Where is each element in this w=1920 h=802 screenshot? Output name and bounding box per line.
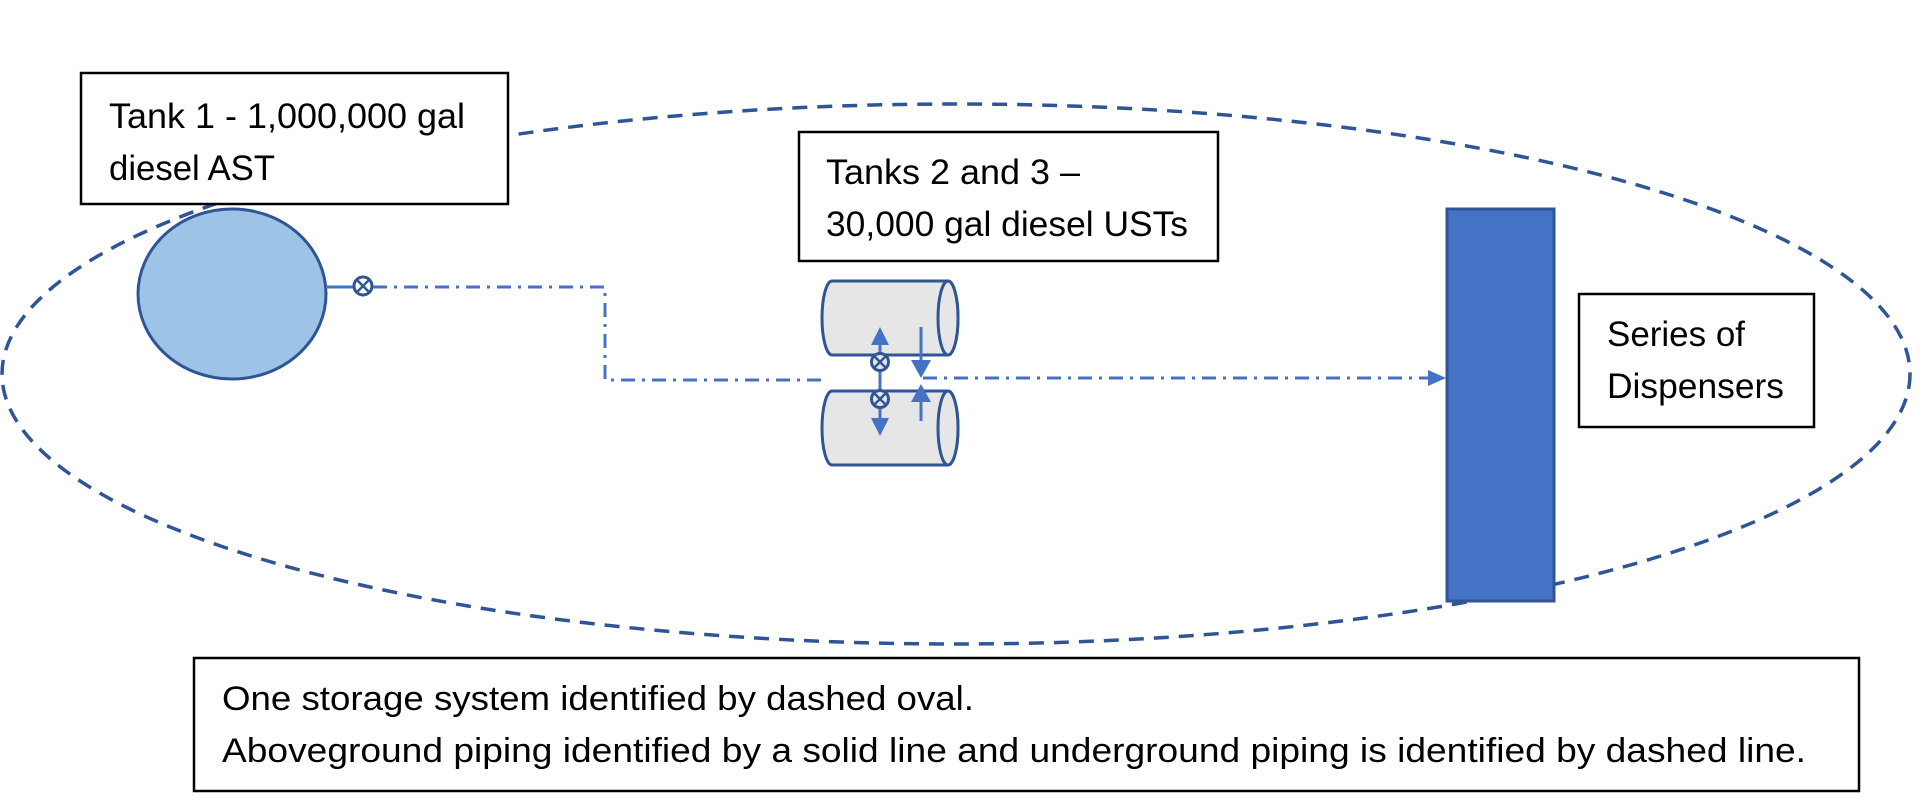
storage-system-boundary-oval <box>0 102 1912 646</box>
dispensers-label: Series of Dispensers <box>1577 292 1816 429</box>
legend-note-line1: One storage system identified by dashed … <box>222 680 974 718</box>
legend-note-box <box>192 656 1861 793</box>
tank1-label-box <box>79 71 510 206</box>
ust-bottom-valve-icon[interactable] <box>870 389 890 409</box>
dispensers-label-box <box>1577 292 1816 429</box>
ast-outlet-valve-icon[interactable] <box>352 275 374 297</box>
underground-pipe-ast-to-ust <box>373 285 866 382</box>
tank1-ast-icon[interactable] <box>136 207 328 381</box>
fill-arrow-down-icon <box>871 418 889 436</box>
dispensers-label-line1: Series of <box>1607 315 1745 354</box>
tanks23-label-line1: Tanks 2 and 3 – <box>826 153 1081 192</box>
tanks23-label-line2: 30,000 gal diesel USTs <box>826 205 1188 244</box>
tank2-ust-icon[interactable] <box>820 279 960 357</box>
legend-note: One storage system identified by dashed … <box>192 656 1861 793</box>
draw-arrow-down-icon <box>911 360 931 378</box>
dispenser-arrow-icon <box>1428 370 1446 386</box>
tanks23-label: Tanks 2 and 3 – 30,000 gal diesel USTs <box>797 130 1220 263</box>
tank1-label-line1: Tank 1 - 1,000,000 gal <box>109 97 465 136</box>
tank1-label: Tank 1 - 1,000,000 gal diesel AST <box>79 71 510 206</box>
ust-top-valve-icon[interactable] <box>870 352 890 372</box>
legend-note-line2: Aboveground piping identified by a solid… <box>222 732 1806 770</box>
draw-arrow-up-icon <box>911 384 931 402</box>
tanks23-label-box <box>797 130 1220 263</box>
tank3-ust-icon[interactable] <box>820 389 960 467</box>
dispensers-label-line2: Dispensers <box>1607 367 1784 406</box>
tank1-label-line2: diesel AST <box>109 149 275 188</box>
fill-arrow-up-icon <box>871 327 889 345</box>
dispensers-icon[interactable] <box>1445 207 1556 603</box>
